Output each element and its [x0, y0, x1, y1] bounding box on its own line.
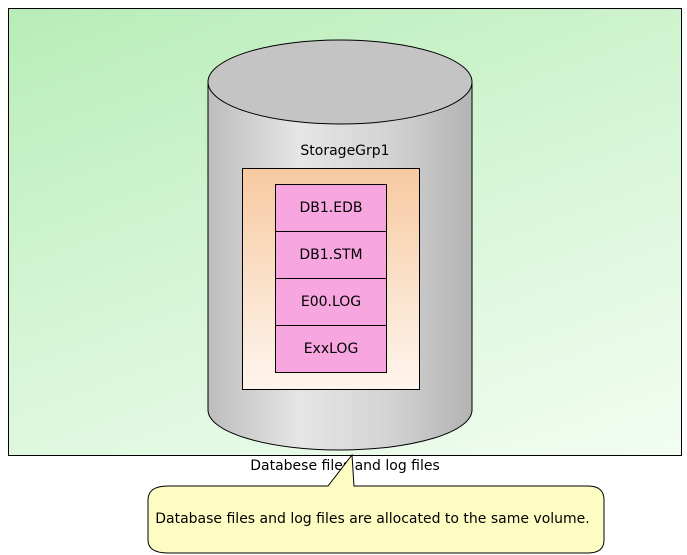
storage-group-box: DB1.EDB DB1.STM E00.LOG ExxLOG: [242, 168, 420, 390]
file-exx-log: ExxLOG: [275, 325, 387, 373]
storage-group-label: StorageGrp1: [300, 143, 390, 159]
callout-text: Database files and log files are allocat…: [155, 511, 590, 527]
file-db1-stm: DB1.STM: [275, 231, 387, 279]
file-e00-log: E00.LOG: [275, 278, 387, 326]
file-db1-edb: DB1.EDB: [275, 184, 387, 232]
